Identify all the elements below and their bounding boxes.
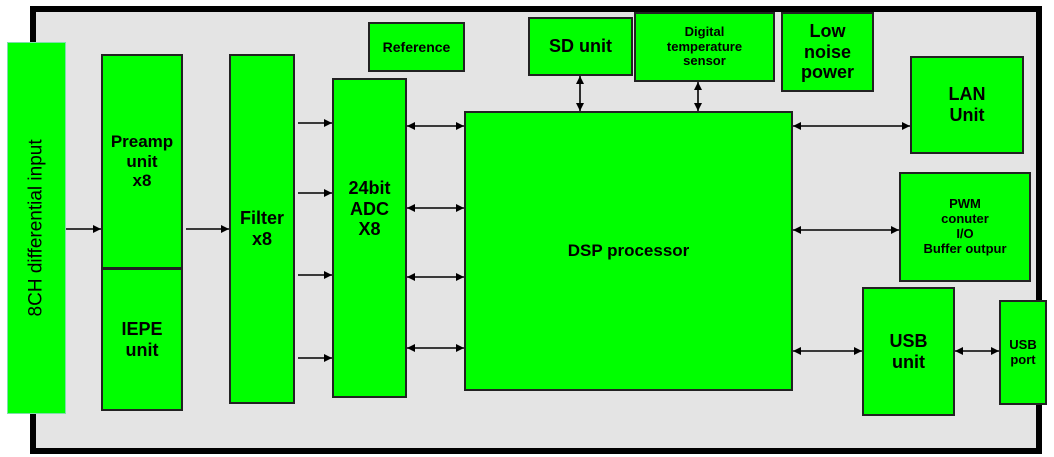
sd-unit-block: SD unit [528,17,633,76]
temperature-sensor-block: Digital temperature sensor [634,12,775,82]
reference-block: Reference [368,22,465,72]
dsp-processor-block: DSP processor [464,111,793,391]
low-noise-power-block: Low noise power [781,12,874,92]
adc-block: 24bit ADC X8 [332,78,407,398]
preamp-block: Preamp unit x8 [101,54,183,269]
usb-port-block: USB port [999,300,1047,405]
usb-unit-block: USB unit [862,287,955,416]
pwm-block: PWM conuter I/O Buffer outpur [899,172,1031,282]
filter-block: Filter x8 [229,54,295,404]
input-block: 8CH differential input [7,42,66,414]
input-label: 8CH differential input [25,139,47,317]
iepe-block: IEPE unit [101,268,183,411]
lan-unit-block: LAN Unit [910,56,1024,154]
